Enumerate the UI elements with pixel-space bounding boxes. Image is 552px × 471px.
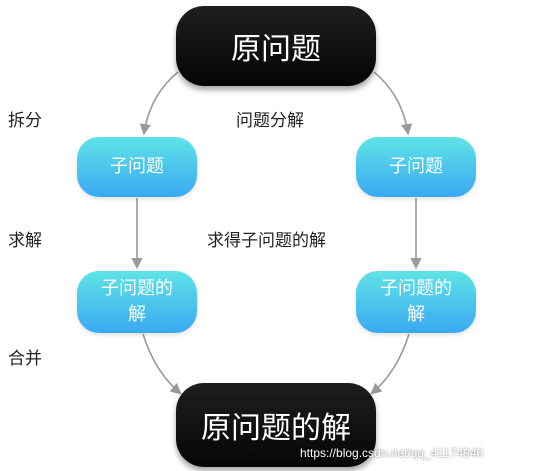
label-solve: 求解	[8, 231, 42, 251]
subproblem-right-text: 子问题	[389, 156, 443, 177]
original-solution-node: 原问题的解	[176, 383, 376, 467]
label-decompose: 问题分解	[236, 111, 304, 131]
subproblem-left-node: 子问题	[77, 137, 197, 197]
solution-right-text: 子问题的解	[380, 278, 452, 325]
solution-left-node: 子问题的解	[77, 271, 197, 333]
original-problem-node: 原问题	[176, 6, 376, 86]
label-split: 拆分	[8, 111, 42, 131]
arrow-original-to-subproblem-right	[373, 71, 413, 136]
original-problem-text: 原问题	[231, 32, 321, 67]
label-merge: 合并	[8, 349, 42, 369]
original-solution-text: 原问题的解	[201, 411, 351, 446]
solution-right-node: 子问题的解	[356, 271, 476, 333]
arrow-solution-right-to-original-solution	[370, 333, 410, 395]
watermark-text: https://blog.csdn.net/qq_41174940	[300, 446, 484, 460]
subproblem-right-node: 子问题	[356, 137, 476, 197]
label-solve-sub: 求得子问题的解	[207, 231, 326, 251]
subproblem-left-text: 子问题	[110, 156, 164, 177]
arrow-solution-left-to-original-solution	[142, 333, 182, 395]
arrow-original-to-subproblem-left	[139, 71, 179, 136]
solution-left-text: 子问题的解	[101, 278, 173, 325]
